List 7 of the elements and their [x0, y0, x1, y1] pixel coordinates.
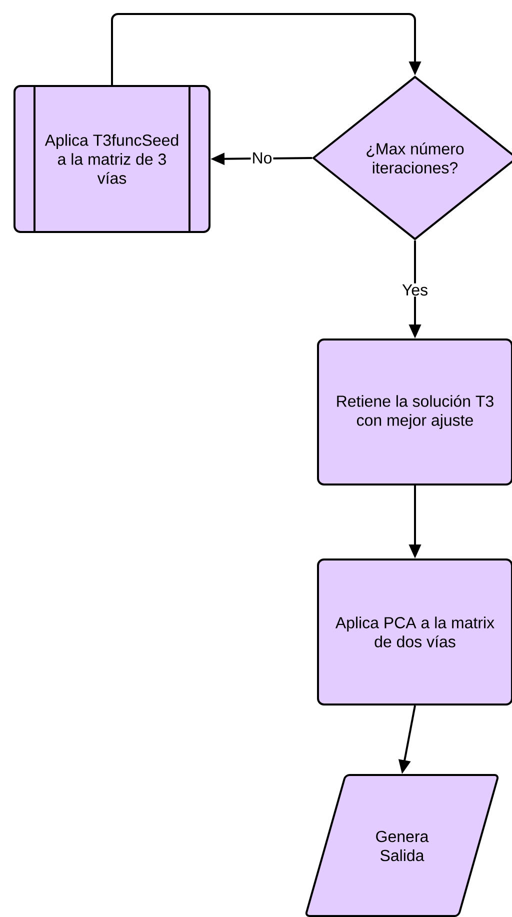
arrow	[111, 13, 422, 85]
process-box: Aplica PCA a la matrix de dos vías	[317, 558, 512, 706]
subprocess-box: Aplica T3funcSeed a la matriz de 3 vías	[14, 85, 210, 233]
process-box: Retiene la solución T3 con mejor ajuste	[317, 338, 512, 486]
edge-label: No	[250, 151, 274, 165]
edge-label: Yes	[400, 283, 430, 297]
output-parallelogram: Genera Salida	[305, 774, 499, 917]
